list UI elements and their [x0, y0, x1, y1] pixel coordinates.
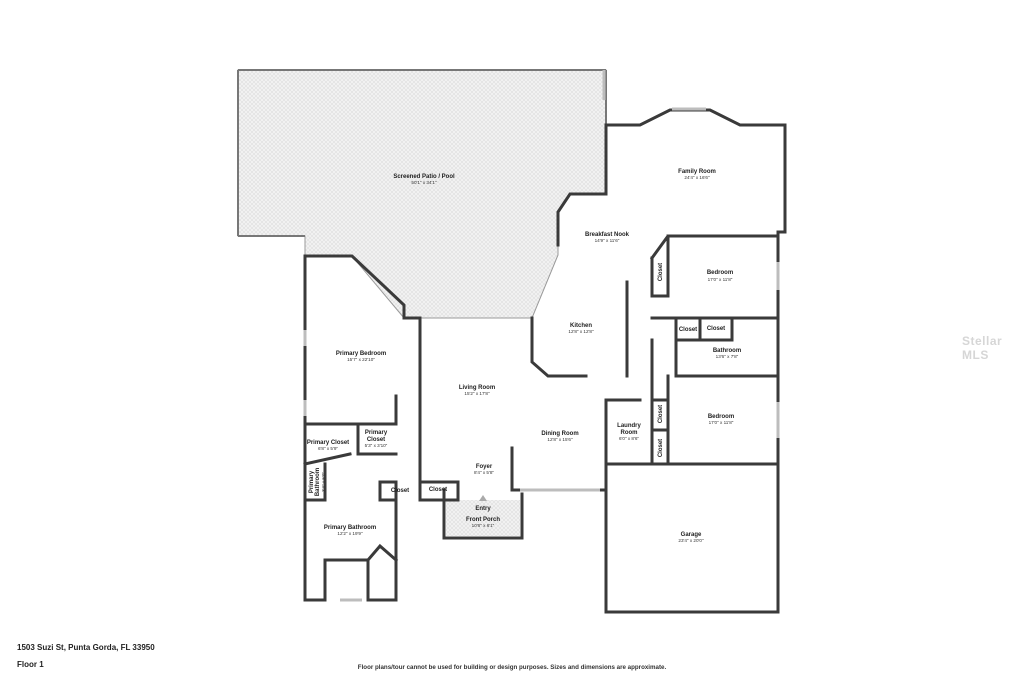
closet-label-a: Closet	[391, 488, 409, 494]
garage-dim: 23'4" x 20'0"	[678, 538, 704, 543]
entry-arrow	[479, 495, 487, 501]
family-label: Family Room	[678, 169, 716, 175]
bathroom-label: Bathroom	[713, 348, 741, 354]
floor-label: Floor 1	[17, 660, 44, 669]
closet-label-e: Closet	[658, 263, 664, 281]
patio-label: Screened Patio / Pool	[393, 174, 455, 180]
primary-bath-dim: 12'2" x 19'9"	[337, 531, 363, 536]
garage-label: Garage	[681, 532, 702, 538]
living-dim: 15'2" x 17'8"	[464, 391, 490, 396]
patio-area	[237, 69, 607, 319]
bedroom2-dim: 17'0" x 11'8"	[709, 420, 734, 425]
closet-label-d: Closet	[707, 326, 725, 332]
primary-bedroom-label: Primary Bedroom	[336, 351, 386, 357]
primary-bedroom-dim: 15'7" x 22'10"	[347, 357, 375, 362]
primary-closet2-label-2: Closet	[367, 437, 385, 443]
porch-mesh	[446, 500, 520, 536]
laundry-label-1: Laundry	[617, 423, 641, 429]
primary-bath-small-label-2: Bathroom	[315, 468, 321, 496]
watermark: Stellar MLS	[962, 334, 1003, 362]
foyer-dim: 8'4" x 5'8"	[474, 470, 494, 475]
primary-bath-small-dim: 3'4" x 5'0"	[321, 472, 326, 492]
nook-dim: 14'9" x 11'6"	[595, 238, 620, 243]
laundry-label-2: Room	[621, 430, 638, 436]
primary-closet-label: Primary Closet	[307, 440, 349, 446]
primary-closet2-dim: 5'3" x 3'10"	[365, 443, 388, 448]
entry-label: Entry	[475, 506, 491, 512]
porch-dim: 10'6" x 6'1"	[472, 523, 495, 528]
dining-label: Dining Room	[541, 431, 578, 437]
kitchen-label: Kitchen	[570, 323, 592, 329]
disclaimer: Floor plans/tour cannot be used for buil…	[357, 664, 667, 671]
closet-label-f: Closet	[658, 405, 664, 423]
bedroom2-label: Bedroom	[708, 414, 734, 420]
living-label: Living Room	[459, 385, 495, 391]
primary-closet-dim: 6'8" x 5'9"	[318, 446, 338, 451]
closet-label-c: Closet	[679, 327, 697, 333]
closet-label-g: Closet	[658, 439, 664, 457]
foyer-label: Foyer	[476, 464, 493, 470]
bedroom1-label: Bedroom	[707, 270, 733, 276]
interior-walls	[303, 234, 780, 563]
nook-label: Breakfast Nook	[585, 232, 630, 238]
family-dim: 24'4" x 16'6"	[684, 175, 710, 180]
patio-dim: 50'1" x 34'1"	[411, 180, 437, 185]
labels: Screened Patio / Pool 50'1" x 34'1" Fami…	[307, 169, 741, 543]
exterior-wall	[303, 108, 787, 614]
closet-label-b: Closet	[429, 487, 447, 493]
porch-wall	[442, 488, 524, 540]
kitchen-dim: 12'8" x 12'8"	[568, 329, 594, 334]
address: 1503 Suzi St, Punta Gorda, FL 33950	[17, 643, 155, 652]
primary-bath-label: Primary Bathroom	[324, 525, 376, 531]
laundry-dim: 6'0" x 8'6"	[619, 436, 639, 441]
primary-closet2-label-1: Primary	[365, 430, 388, 436]
dining-dim: 12'8" x 15'6"	[547, 437, 573, 442]
primary-bath-small-label-1: Primary	[309, 470, 315, 493]
bedroom1-dim: 17'0" x 11'8"	[708, 277, 733, 282]
bathroom-dim: 13'6" x 7'8"	[716, 354, 739, 359]
porch-label: Front Porch	[466, 517, 500, 523]
windows	[303, 70, 780, 602]
